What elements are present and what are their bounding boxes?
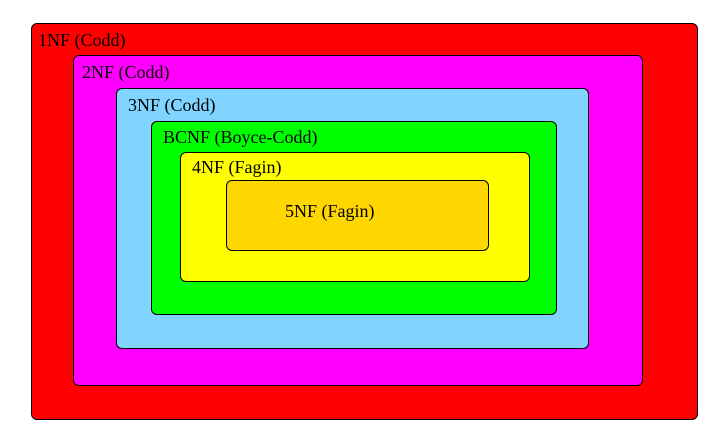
label-1nf: 1NF (Codd): [38, 30, 126, 50]
box-bcnf: BCNF (Boyce-Codd) 4NF (Fagin) 5NF (Fagin…: [151, 121, 557, 315]
box-5nf: 5NF (Fagin): [226, 180, 489, 251]
label-5nf: 5NF (Fagin): [285, 201, 375, 221]
box-3nf: 3NF (Codd) BCNF (Boyce-Codd) 4NF (Fagin)…: [116, 88, 589, 349]
box-1nf: 1NF (Codd) 2NF (Codd) 3NF (Codd) BCNF (B…: [31, 23, 698, 420]
box-2nf: 2NF (Codd) 3NF (Codd) BCNF (Boyce-Codd) …: [73, 55, 643, 386]
label-2nf: 2NF (Codd): [82, 62, 170, 82]
label-bcnf: BCNF (Boyce-Codd): [163, 127, 318, 147]
box-4nf: 4NF (Fagin) 5NF (Fagin): [180, 152, 530, 282]
label-3nf: 3NF (Codd): [128, 95, 216, 115]
label-4nf: 4NF (Fagin): [192, 157, 282, 177]
